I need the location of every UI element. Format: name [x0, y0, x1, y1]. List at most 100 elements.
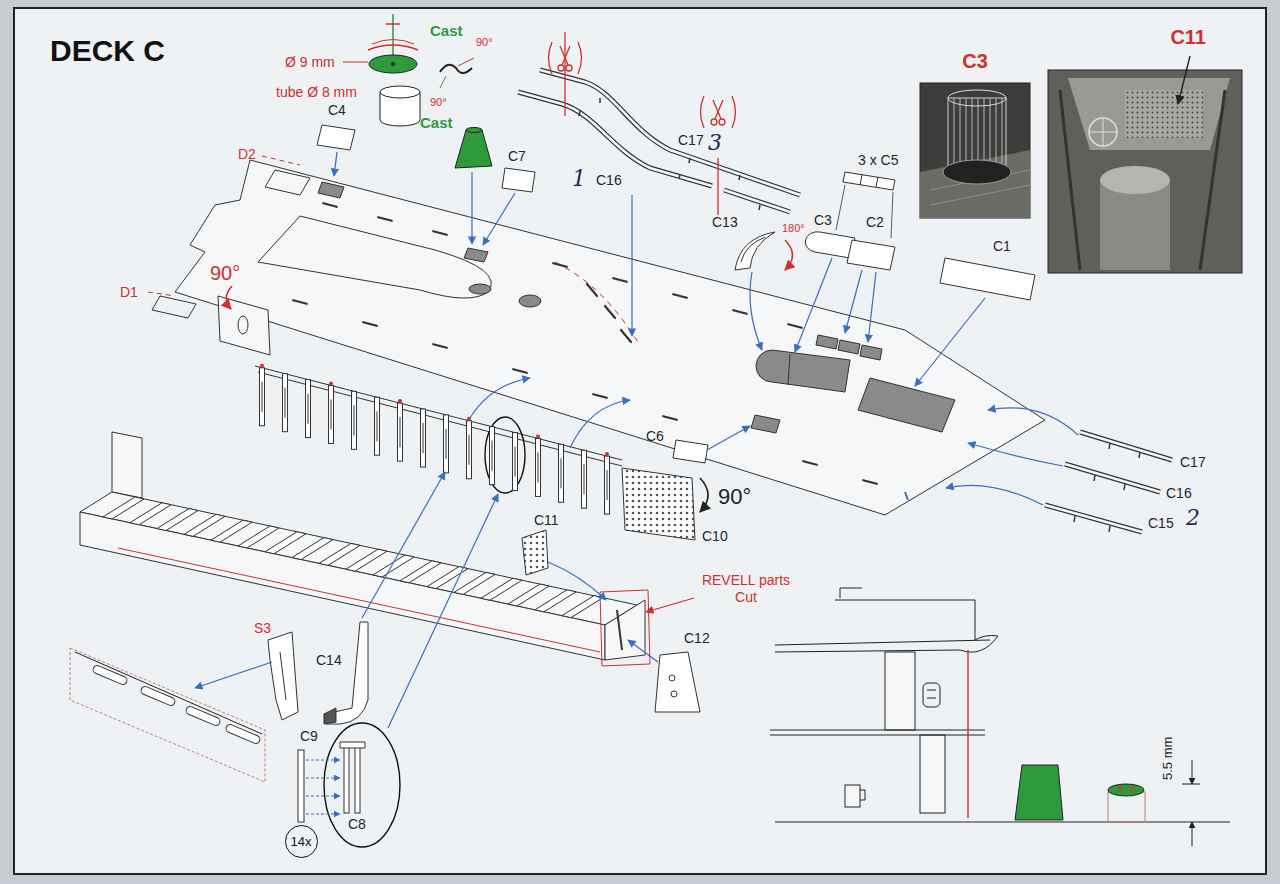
rail-part	[518, 70, 800, 212]
deck-plate	[519, 295, 541, 307]
etched-part	[522, 530, 548, 575]
rail-part	[724, 190, 790, 212]
rail-part	[1045, 505, 1142, 532]
angle-note: 90°	[718, 484, 751, 510]
cast-part	[368, 45, 418, 50]
stanchion-row	[485, 417, 525, 493]
etched-part	[847, 240, 895, 270]
stanchion-row	[255, 366, 622, 493]
stanchion-post	[582, 450, 587, 508]
rail-rib	[130, 503, 171, 525]
etched-part	[340, 742, 365, 748]
cast-part	[440, 65, 472, 73]
reference-photo	[1060, 90, 1225, 270]
joint-outline	[238, 316, 248, 334]
stanchion-post	[467, 421, 472, 479]
rail-rib	[319, 543, 360, 565]
leader-arrow	[483, 193, 515, 245]
stanchion-post	[446, 429, 447, 459]
tab-arrow	[306, 760, 340, 814]
rail-rib	[103, 497, 144, 519]
rail-rib	[400, 561, 441, 583]
rail-rib	[238, 526, 279, 548]
bulwark-slot	[225, 723, 261, 744]
deck-plate	[858, 378, 955, 432]
leader-arrow	[795, 258, 832, 352]
angle-note: 90°	[430, 96, 447, 108]
rail-rib	[535, 590, 576, 612]
stanchion-post	[352, 391, 357, 449]
deck-slot	[663, 416, 677, 420]
material-note: Cast	[430, 22, 463, 39]
deck-plate	[175, 160, 1045, 515]
cut-mark	[558, 65, 564, 71]
leader-arrow	[750, 272, 762, 350]
deck-plate	[469, 284, 491, 294]
stanchion-post	[398, 399, 402, 403]
rail-rib	[103, 497, 603, 618]
leader-arrow	[988, 408, 1078, 435]
photo-panel: C11	[1048, 26, 1242, 274]
deck-slot	[293, 203, 877, 484]
leader-arrow	[946, 485, 1043, 505]
leader-arrow	[968, 443, 1063, 466]
stanchion-post	[308, 394, 309, 424]
deck-plate	[816, 335, 838, 349]
etched-part	[75, 652, 262, 734]
deck-plate	[751, 415, 780, 433]
revell-part	[112, 432, 142, 498]
cut-arrow	[646, 598, 694, 612]
etched-part	[671, 691, 677, 697]
stanchion-post	[513, 433, 518, 491]
deck-slot	[673, 294, 687, 298]
stanchion-post	[605, 452, 609, 456]
etched-part	[735, 232, 775, 270]
reference-photo	[920, 83, 1030, 218]
side-view	[775, 640, 990, 645]
stanchion-post	[515, 447, 516, 477]
reference-photo	[1125, 90, 1203, 138]
tab-arrow	[306, 778, 340, 779]
joint-outline	[226, 286, 232, 309]
reference-photo	[920, 150, 1030, 218]
stanchion-post	[490, 427, 495, 485]
angle-note: 180°	[782, 222, 805, 234]
rail-part	[1065, 464, 1160, 492]
etched-part	[70, 648, 265, 782]
red-note: D1	[120, 284, 138, 300]
part-label: C6	[646, 428, 664, 444]
cast-part	[392, 63, 395, 66]
etched-part	[317, 125, 355, 150]
stanchion-post	[306, 380, 311, 438]
rail-part	[1080, 432, 1172, 460]
side-view	[1192, 822, 1193, 846]
side-view	[770, 588, 1230, 846]
reference-photo	[1089, 118, 1117, 146]
bulwark-slot	[140, 685, 176, 706]
count-circle: 14x	[285, 825, 318, 858]
leader-arrow	[845, 270, 862, 333]
cast-part	[343, 14, 492, 168]
reference-photo	[954, 98, 1002, 168]
joint-outline	[262, 156, 300, 165]
leader-arrow	[470, 378, 530, 418]
deck-plate	[838, 340, 860, 354]
deck-plate	[175, 160, 1045, 515]
side-view	[885, 652, 915, 730]
stanchion-post	[561, 458, 562, 488]
stanchion-post	[260, 364, 264, 368]
deck-slot	[621, 330, 631, 342]
revell-part	[80, 512, 605, 660]
deck-slot	[293, 300, 307, 304]
tab-arrow	[306, 814, 340, 815]
reference-photo	[1100, 166, 1170, 194]
cut-mark	[711, 119, 717, 125]
side-view	[967, 650, 968, 818]
rail-part	[1080, 432, 1172, 460]
side-view	[840, 588, 862, 598]
side-view	[1015, 765, 1063, 820]
part-label: C9	[300, 728, 318, 744]
stanchion-post	[398, 403, 403, 461]
red-note: D2	[238, 146, 256, 162]
